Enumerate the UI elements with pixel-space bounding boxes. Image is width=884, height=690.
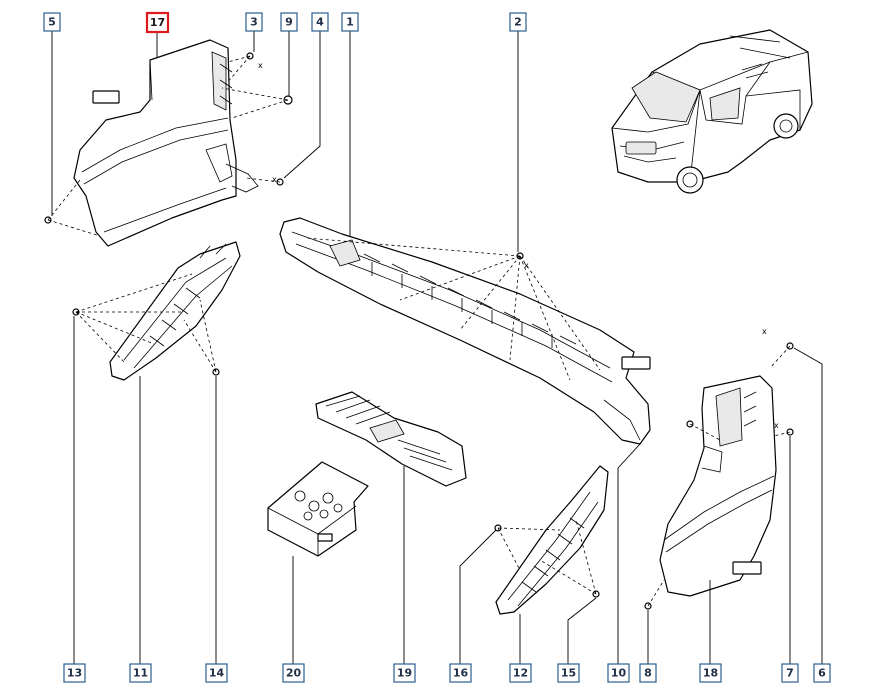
svg-text:20: 20 <box>286 667 302 680</box>
callout-20: 20 <box>282 663 305 683</box>
callout-1: 1 <box>341 12 359 32</box>
callout-17: 17 <box>145 11 170 34</box>
part-11-left-bracket <box>109 241 241 381</box>
callout-5: 5 <box>43 12 61 32</box>
svg-text:x: x <box>762 327 767 336</box>
callout-11: 11 <box>129 663 152 683</box>
assembly-lines <box>47 55 791 607</box>
svg-text:16: 16 <box>453 667 469 680</box>
callout-3: 3 <box>245 12 263 32</box>
svg-text:4: 4 <box>316 16 324 29</box>
callout-18: 18 <box>699 663 722 683</box>
callout-8: 8 <box>639 663 657 683</box>
svg-text:x: x <box>774 421 779 430</box>
svg-text:x: x <box>272 175 277 184</box>
svg-text:5: 5 <box>48 16 56 29</box>
callout-4: 4 <box>311 12 329 32</box>
svg-text:19: 19 <box>397 667 412 680</box>
svg-text:7: 7 <box>786 667 794 680</box>
part-1-rear-step-bumper <box>279 217 651 445</box>
svg-text:2: 2 <box>514 16 522 29</box>
svg-text:3: 3 <box>250 16 258 29</box>
callout-10: 10 <box>607 663 630 683</box>
callout-16: 16 <box>449 663 472 683</box>
part-12-right-bracket <box>495 465 609 615</box>
svg-text:14: 14 <box>209 667 225 680</box>
callout-15: 15 <box>557 663 580 683</box>
svg-text:x: x <box>524 261 529 270</box>
part-17-left-bumper-corner <box>73 39 259 247</box>
callout-12: 12 <box>509 663 532 683</box>
part-18-right-bumper-corner <box>659 375 777 597</box>
callout-6: 6 <box>813 663 831 683</box>
svg-text:12: 12 <box>513 667 528 680</box>
callout-13: 13 <box>63 663 86 683</box>
svg-text:13: 13 <box>67 667 82 680</box>
svg-text:11: 11 <box>133 667 148 680</box>
callout-9: 9 <box>280 12 298 32</box>
callout-19: 19 <box>393 663 416 683</box>
svg-text:18: 18 <box>703 667 718 680</box>
leader-lines <box>51 31 823 664</box>
callout-2: 2 <box>509 12 527 32</box>
part-20-fixing-kit-box <box>267 461 369 557</box>
svg-text:8: 8 <box>644 667 652 680</box>
svg-text:1: 1 <box>346 16 354 29</box>
svg-text:10: 10 <box>611 667 627 680</box>
svg-text:17: 17 <box>150 16 165 29</box>
svg-text:9: 9 <box>285 16 293 29</box>
callout-7: 7 <box>781 663 799 683</box>
callout-14: 14 <box>205 663 228 683</box>
svg-text:x: x <box>258 61 263 70</box>
svg-text:15: 15 <box>561 667 576 680</box>
svg-text:6: 6 <box>818 667 826 680</box>
part-19-step-plate <box>315 391 467 487</box>
van-illustration <box>611 29 813 194</box>
